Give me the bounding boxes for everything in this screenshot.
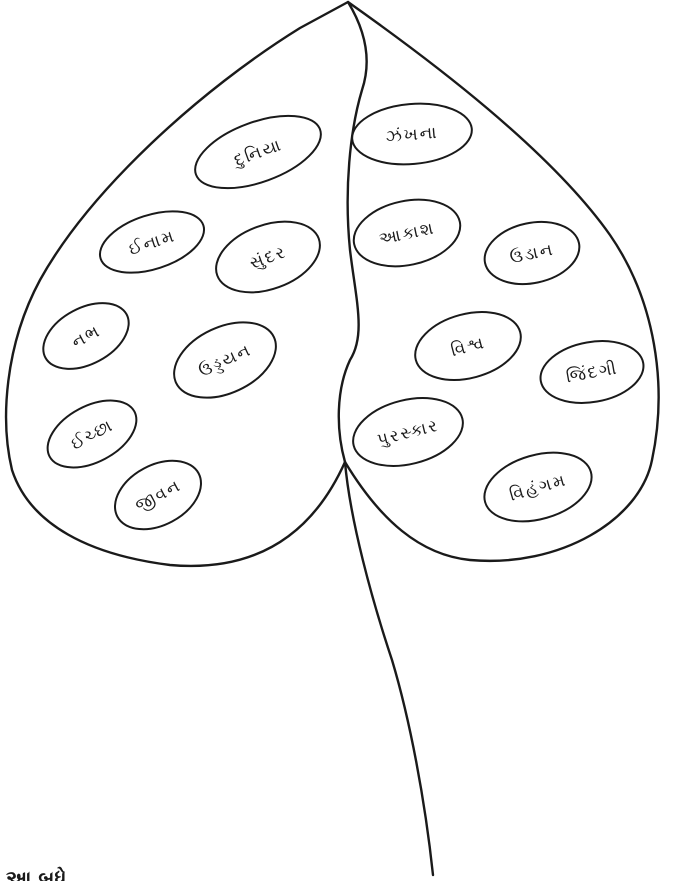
word-oval-jivan: જીવન: [114, 459, 202, 531]
word-oval-duniya: દુનિયા: [194, 114, 322, 190]
leaf-midrib: [337, 0, 368, 464]
leaf-stem: [343, 460, 435, 877]
word-oval-sundar: સુંદર: [215, 220, 321, 294]
word-oval-vihangam: વિહંગમ: [483, 451, 593, 523]
word-oval-jankhna: ઝંખના: [351, 102, 473, 166]
footer-text: આ બધે: [6, 866, 66, 881]
word-oval-udan: ઉડાન: [483, 221, 581, 285]
word-jankhna: ઝંખના: [385, 123, 440, 148]
word-oval-uddayan: ઉડ્ડયન: [173, 321, 277, 399]
word-oval-vishva: વિશ્વ: [414, 311, 522, 381]
word-oval-inam: ઈનામ: [98, 210, 206, 274]
word-oval-nabh: નભ: [42, 302, 130, 370]
word-oval-akash: આકાશ: [352, 198, 462, 268]
word-oval-ichchha: ઈચ્છા: [46, 399, 138, 469]
word-oval-zindagi: જિંદગી: [539, 340, 645, 404]
word-oval-puraskar: પુરસ્કાર: [352, 397, 464, 467]
